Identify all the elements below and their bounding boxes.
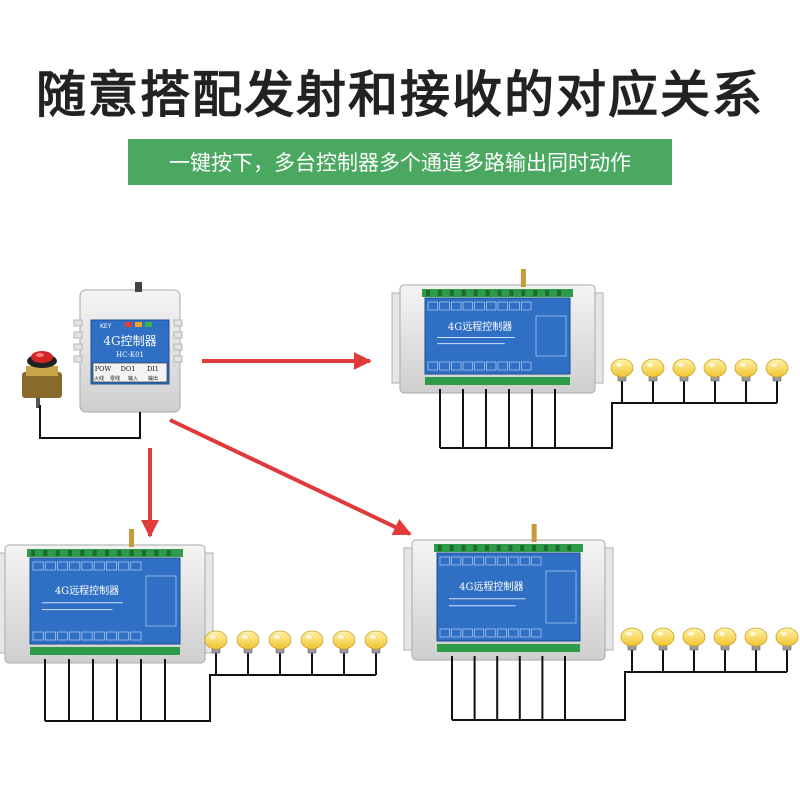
light-bulb-icon — [204, 630, 228, 675]
page-title: 随意搭配发射和接收的对应关系 — [36, 66, 764, 124]
output-wires — [439, 389, 777, 449]
terminal-sublabel: 零线 — [110, 375, 120, 382]
transmitter-key-label: KEY — [100, 323, 112, 330]
light-bulb-icon — [332, 630, 356, 675]
light-bulb-icon — [682, 627, 706, 672]
light-bulb-icon — [236, 630, 260, 675]
light-bulb-icon — [300, 630, 324, 675]
receiver-label: 4G远程控制器 — [448, 320, 512, 333]
light-bulb-icon — [744, 627, 768, 672]
transmitter-model-code: HC-K01 — [116, 351, 144, 359]
terminal-label-di1: DI1 — [147, 365, 159, 373]
terminal-sublabel: 输出 — [148, 375, 158, 382]
receiver-label: 4G远程控制器 — [459, 580, 523, 593]
light-bulb-icon — [765, 358, 789, 403]
light-bulb-icon — [364, 630, 388, 675]
receiver-3: 4G远程控制器 — [403, 524, 614, 661]
light-bulb-icon — [775, 627, 799, 672]
receiver-2: 4G远程控制器 — [0, 529, 214, 664]
light-bulb-icon — [268, 630, 292, 675]
output-wires — [44, 659, 376, 722]
transmitter-model-label: 4G控制器 — [103, 334, 156, 348]
terminal-sublabel: 输入 — [128, 375, 138, 382]
light-bulb-icon — [672, 358, 696, 403]
subtitle-banner: 一键按下，多台控制器多个通道多路输出同时动作 — [128, 139, 672, 185]
light-bulb-icon — [703, 358, 727, 403]
receiver-1: 4G远程控制器 — [391, 269, 604, 394]
light-bulb-icon — [620, 627, 644, 672]
terminal-label-pow: POW — [95, 365, 112, 373]
light-bulb-icon — [651, 627, 675, 672]
terminal-sublabel: 火线 — [94, 375, 104, 382]
terminal-label-do1: DO1 — [121, 365, 136, 373]
push-button-icon — [22, 351, 62, 408]
output-wires — [451, 656, 787, 721]
light-bulb-icon — [641, 358, 665, 403]
arrow-to-receiver-3 — [169, 418, 412, 536]
light-bulb-icon — [610, 358, 634, 403]
receiver-label: 4G远程控制器 — [55, 584, 119, 597]
transmitter-device: KEY 4G控制器 HC-K01 POW DO1 DI1 火线 零线 输入 输出 — [73, 282, 183, 413]
button-wire — [39, 405, 141, 439]
light-bulb-icon — [734, 358, 758, 403]
light-bulb-icon — [713, 627, 737, 672]
